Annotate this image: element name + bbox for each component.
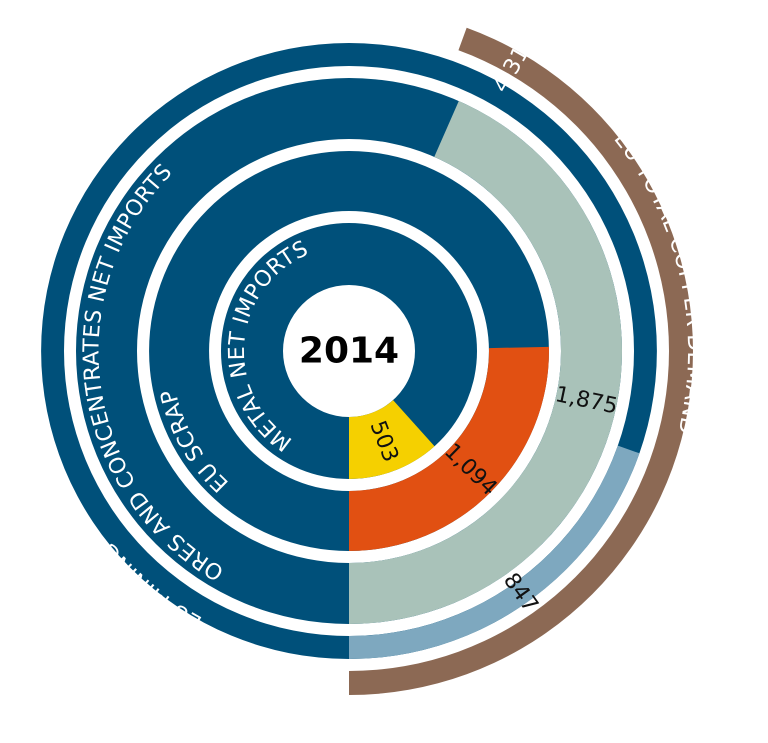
- bar-metal-net-imports: [349, 400, 435, 479]
- bar-eu-scrap: [349, 346, 550, 551]
- year-label: 2014: [299, 331, 399, 372]
- center-disc: [289, 291, 409, 411]
- rings-values: [349, 27, 694, 696]
- bar-ores-net-imports: [349, 101, 623, 624]
- ring-track-metal-net-imports: [221, 223, 477, 479]
- bar-eu-mining: [349, 445, 640, 659]
